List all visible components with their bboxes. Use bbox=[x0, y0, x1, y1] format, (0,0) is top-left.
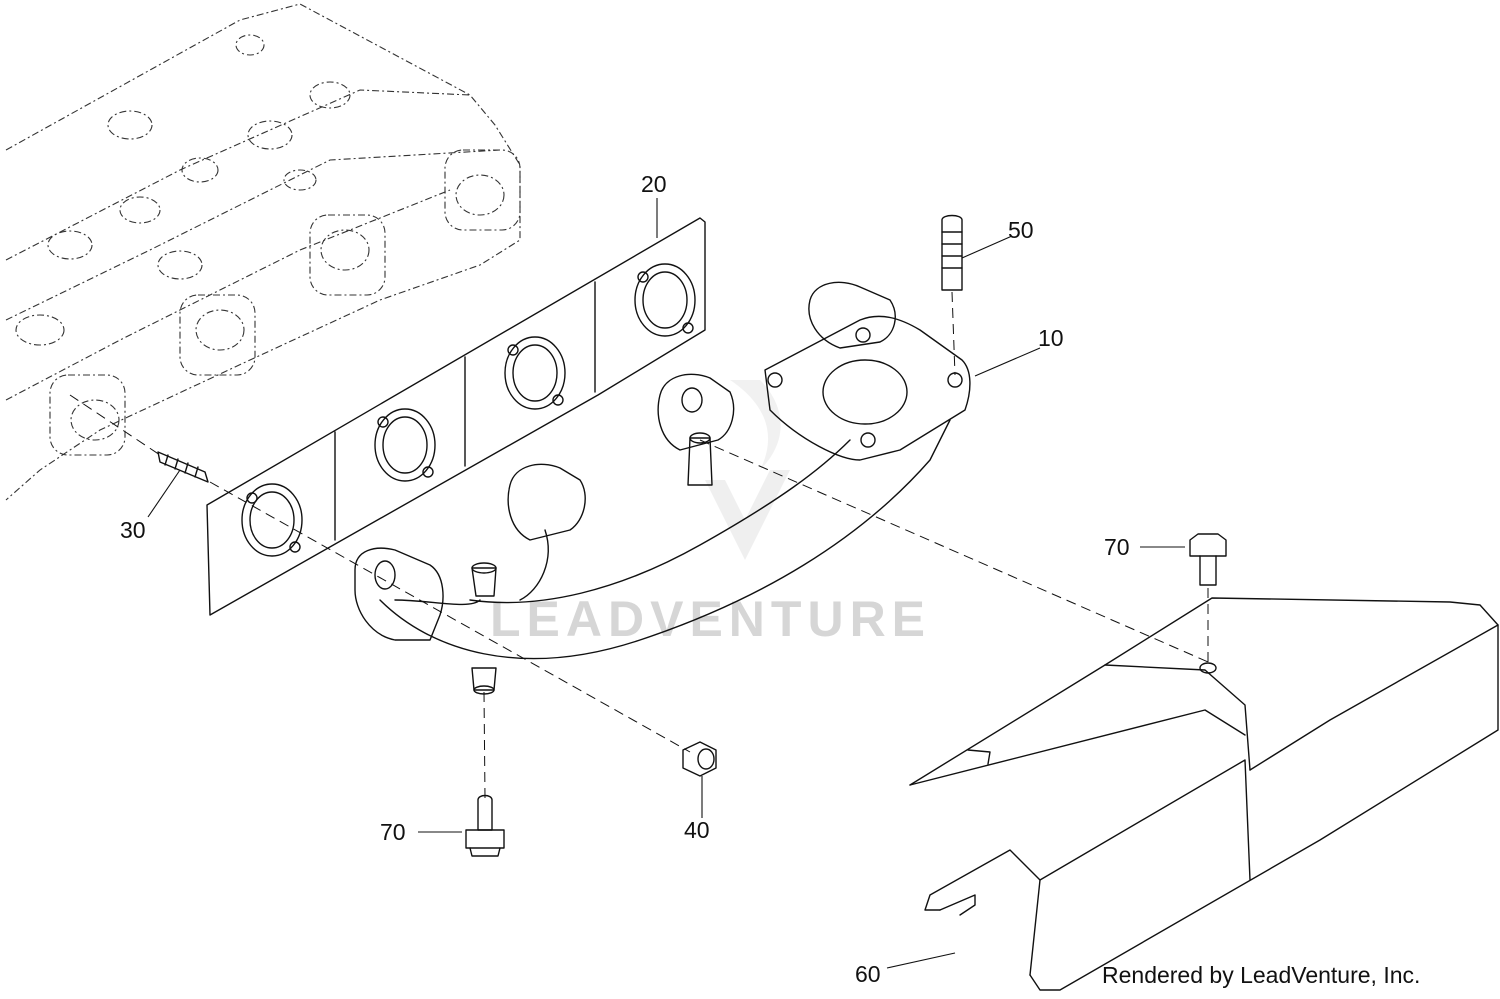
exhaust-manifold-part-10[interactable] bbox=[354, 281, 971, 695]
callout-50: 50 bbox=[1008, 217, 1034, 243]
callout-20: 20 bbox=[641, 171, 667, 197]
assembly-center-lines bbox=[69, 291, 1216, 799]
nut-part-40[interactable] bbox=[682, 741, 717, 777]
heat-shield-part-60[interactable] bbox=[909, 597, 1499, 991]
bolt-part-70-upper[interactable] bbox=[1189, 533, 1227, 586]
watermark-logo bbox=[705, 380, 790, 560]
rendered-by-credit: Rendered by LeadVenture, Inc. bbox=[1102, 962, 1421, 988]
callout-60: 60 bbox=[855, 961, 881, 987]
leader-lines bbox=[147, 198, 1185, 969]
gasket-part-20[interactable] bbox=[206, 217, 706, 616]
callout-40: 40 bbox=[684, 817, 710, 843]
callout-10: 10 bbox=[1038, 325, 1064, 351]
callout-30: 30 bbox=[120, 517, 146, 543]
callout-70-upper: 70 bbox=[1104, 534, 1130, 560]
watermark-text: LEADVENTURE bbox=[490, 591, 931, 647]
bolt-part-70-lower[interactable] bbox=[465, 794, 505, 857]
cylinder-head-outline bbox=[5, 3, 521, 501]
callout-70-lower: 70 bbox=[380, 819, 406, 845]
stud-part-50[interactable] bbox=[941, 214, 963, 291]
stud-part-30[interactable] bbox=[157, 451, 209, 483]
